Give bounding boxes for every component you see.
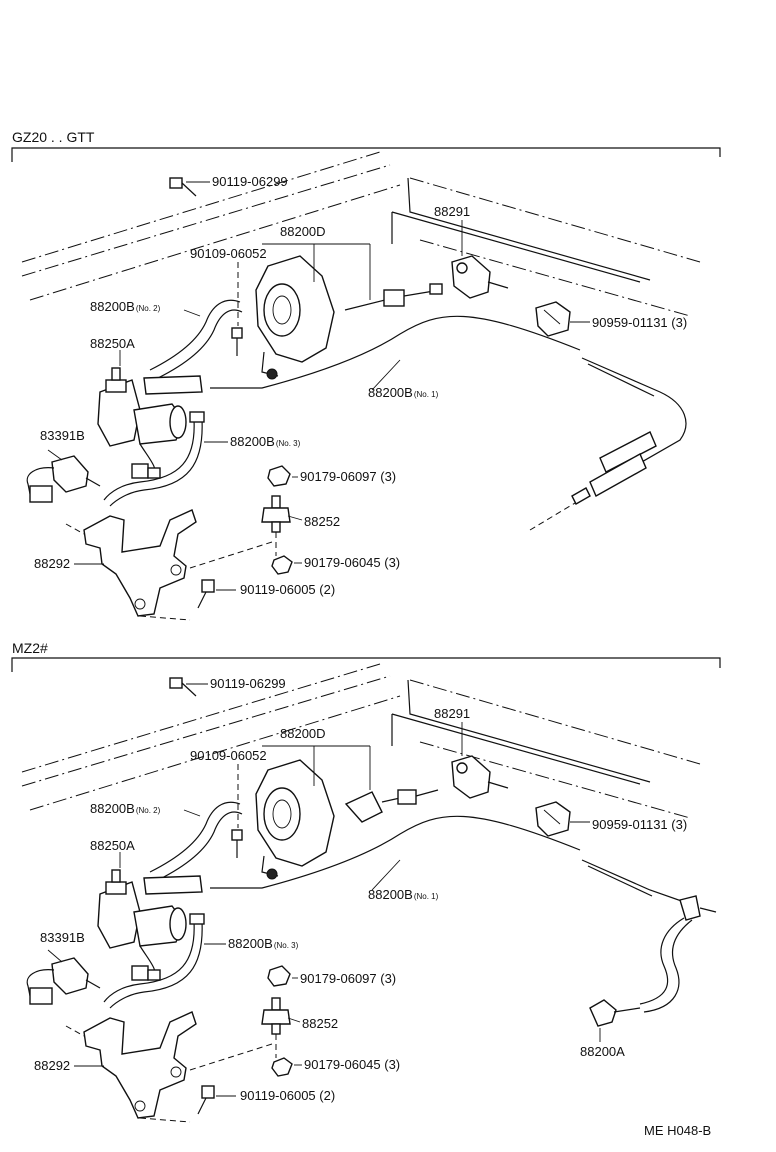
section-bracket-line [11, 657, 721, 672]
bolt-top-icon [169, 677, 197, 697]
hose-no1-icon [143, 815, 691, 905]
switch-icon [26, 455, 101, 503]
bracket-icon [65, 509, 197, 621]
bolt-low-icon [197, 1085, 215, 1115]
label-bolt-low: 90119-06005 (2) [240, 582, 335, 597]
hose-sleeve-icon [529, 431, 657, 531]
vsv-icon [97, 367, 187, 447]
bolt-low-icon [197, 579, 215, 609]
label-switch: 83391B [40, 428, 85, 443]
nut-icon [267, 465, 291, 487]
hose-no3-icon [103, 411, 205, 507]
label-hose3: 88200B(No. 3) [228, 936, 299, 951]
label-sensor: 88291 [434, 204, 470, 219]
label-switch: 83391B [40, 930, 85, 945]
t-joint-icon [639, 895, 717, 1013]
label-bracket: 88292 [34, 556, 70, 571]
nut-icon [267, 965, 291, 987]
label-nut2: 90179-06045 (3) [304, 1057, 400, 1072]
nut-small-icon [189, 1043, 293, 1077]
label-nut1: 90179-06097 (3) [300, 971, 396, 986]
label-vsv: 88250A [90, 838, 135, 853]
hose-no2-icon [149, 299, 243, 379]
actuator-icon [589, 999, 641, 1027]
label-vacuum-pump: 88200D [280, 224, 326, 239]
label-hose2: 88200B(No. 2) [90, 801, 161, 816]
label-hose1: 88200B(No. 1) [368, 385, 439, 400]
vsv-connector-icon [131, 945, 161, 981]
label-actuator: 88200A [580, 1044, 625, 1059]
connector-icon [344, 283, 443, 311]
label-bolt-low: 90119-06005 (2) [240, 1088, 335, 1103]
body-panel [21, 663, 701, 819]
vacuum-pump-icon [255, 759, 335, 880]
vsv-connector-icon [131, 443, 161, 479]
label-vsv: 88250A [90, 336, 135, 351]
stud-icon [261, 997, 291, 1058]
label-clamp: 90959-01131 (3) [592, 817, 687, 832]
stud-icon [261, 495, 291, 556]
hose-no2-icon [149, 801, 243, 881]
sensor-icon [451, 255, 509, 299]
vacuum-pump-icon [255, 255, 335, 380]
section-gz20: GZ20 . . GTT [11, 129, 721, 621]
bolt-top-icon [169, 177, 197, 197]
label-stud: 88252 [304, 514, 340, 529]
sensor-icon [451, 755, 509, 799]
label-hose3: 88200B(No. 3) [230, 434, 301, 449]
body-panel [21, 151, 701, 317]
label-bolt-mid: 90109-06052 [190, 246, 267, 261]
label-bolt-top: 90119-06299 [212, 174, 288, 189]
section-bracket-line [11, 147, 721, 162]
label-hose1: 88200B(No. 1) [368, 887, 439, 902]
label-stud: 88252 [302, 1016, 338, 1031]
section-mz2: MZ2# [11, 640, 721, 1123]
bolt-mid-icon [231, 764, 243, 858]
label-clamp: 90959-01131 (3) [592, 315, 687, 330]
label-nut2: 90179-06045 (3) [304, 555, 400, 570]
hose-no1-icon [143, 315, 687, 487]
clamp-icon [535, 801, 571, 837]
switch-icon [26, 957, 101, 1005]
label-nut1: 90179-06097 (3) [300, 469, 396, 484]
nut-small-icon [189, 541, 293, 575]
section-title: GZ20 . . GTT [12, 129, 95, 145]
section-title: MZ2# [12, 640, 48, 656]
connector-icon [344, 789, 439, 823]
clamp-icon [535, 301, 571, 337]
label-sensor: 88291 [434, 706, 470, 721]
bolt-mid-icon [231, 262, 243, 356]
vsv-icon [97, 869, 187, 949]
label-vacuum-pump: 88200D [280, 726, 326, 741]
label-bolt-mid: 90109-06052 [190, 748, 267, 763]
diagram-code: ME H048-B [644, 1123, 711, 1138]
label-hose2: 88200B(No. 2) [90, 299, 161, 314]
label-bolt-top: 90119-06299 [210, 676, 286, 691]
bracket-icon [65, 1011, 197, 1123]
hose-no3-icon [103, 913, 205, 1009]
label-bracket: 88292 [34, 1058, 70, 1073]
